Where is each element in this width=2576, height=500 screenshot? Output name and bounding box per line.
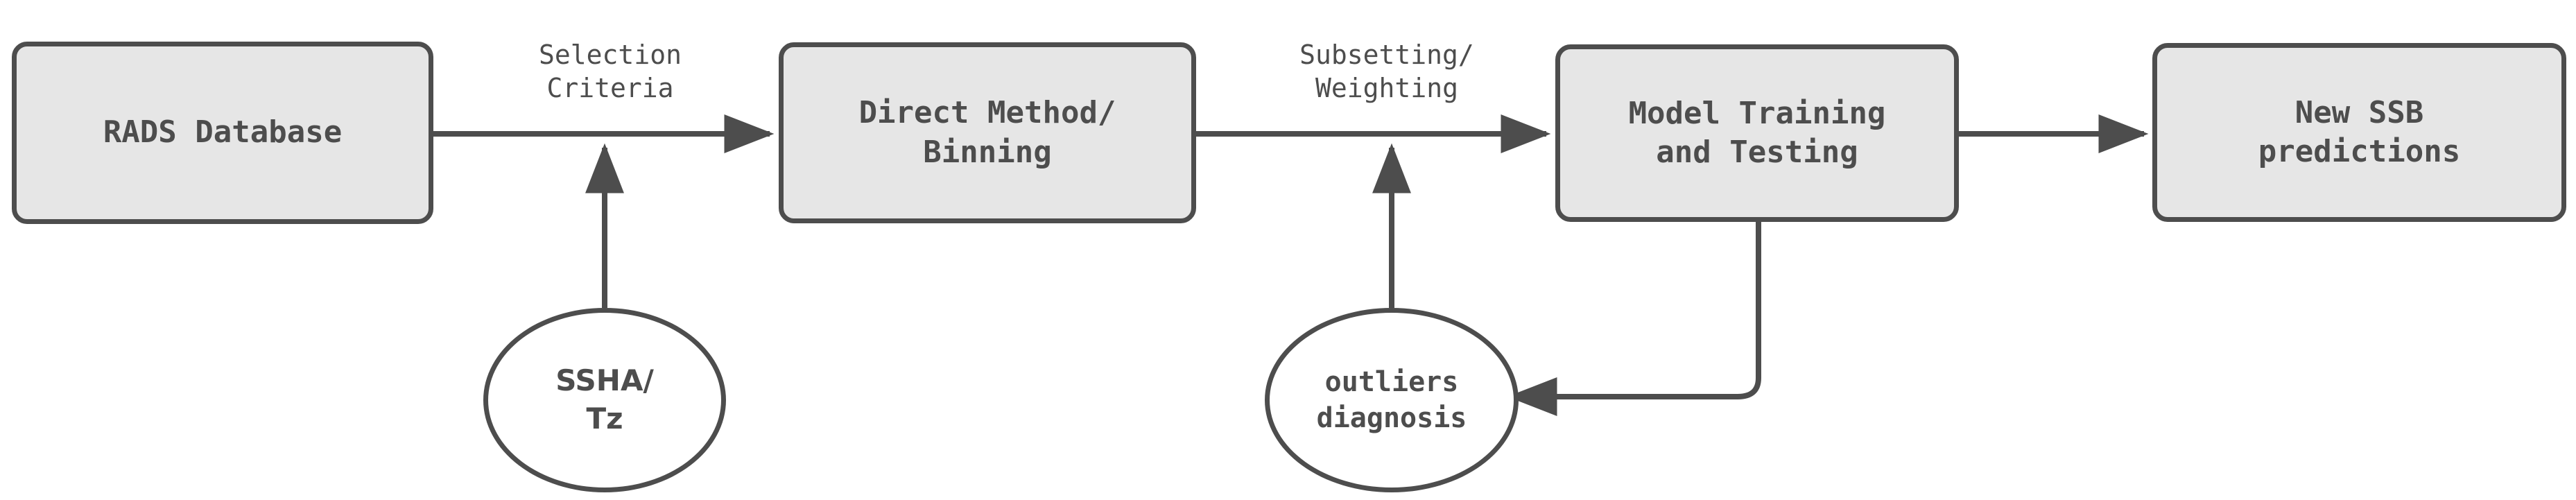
node-new-ssb-predictions[interactable]: New SSB predictions [2152, 43, 2566, 222]
node-model-training-and-testing[interactable]: Model Training and Testing [1555, 44, 1959, 222]
node-label-rads-database: RADS Database [103, 114, 343, 150]
node-rads-database[interactable]: RADS Database [12, 42, 433, 224]
node-outliers-diagnosis[interactable]: outliers diagnosis [1265, 308, 1519, 492]
node-label-ssha-tz: SSHA/ Tz [555, 363, 654, 436]
node-ssha-tz[interactable]: SSHA/ Tz [483, 308, 726, 492]
connector-model-to-outliers-feedback [1507, 222, 1761, 416]
edge-label-subsetting-weighting: Subsetting/ Weighting [1248, 4, 1525, 105]
node-label-model-training-and-testing: Model Training and Testing [1628, 95, 1886, 170]
node-direct-method-binning[interactable]: Direct Method/ Binning [779, 42, 1196, 223]
node-label-direct-method-binning: Direct Method/ Binning [858, 95, 1116, 170]
node-label-outliers-diagnosis: outliers diagnosis [1316, 366, 1467, 434]
edge-label-subsetting-weighting-text: Subsetting/ Weighting [1299, 39, 1474, 104]
edge-label-selection-criteria-text: Selection Criteria [539, 39, 682, 104]
node-label-new-ssb-predictions: New SSB predictions [2258, 94, 2461, 169]
edge-label-selection-criteria: Selection Criteria [478, 4, 742, 105]
